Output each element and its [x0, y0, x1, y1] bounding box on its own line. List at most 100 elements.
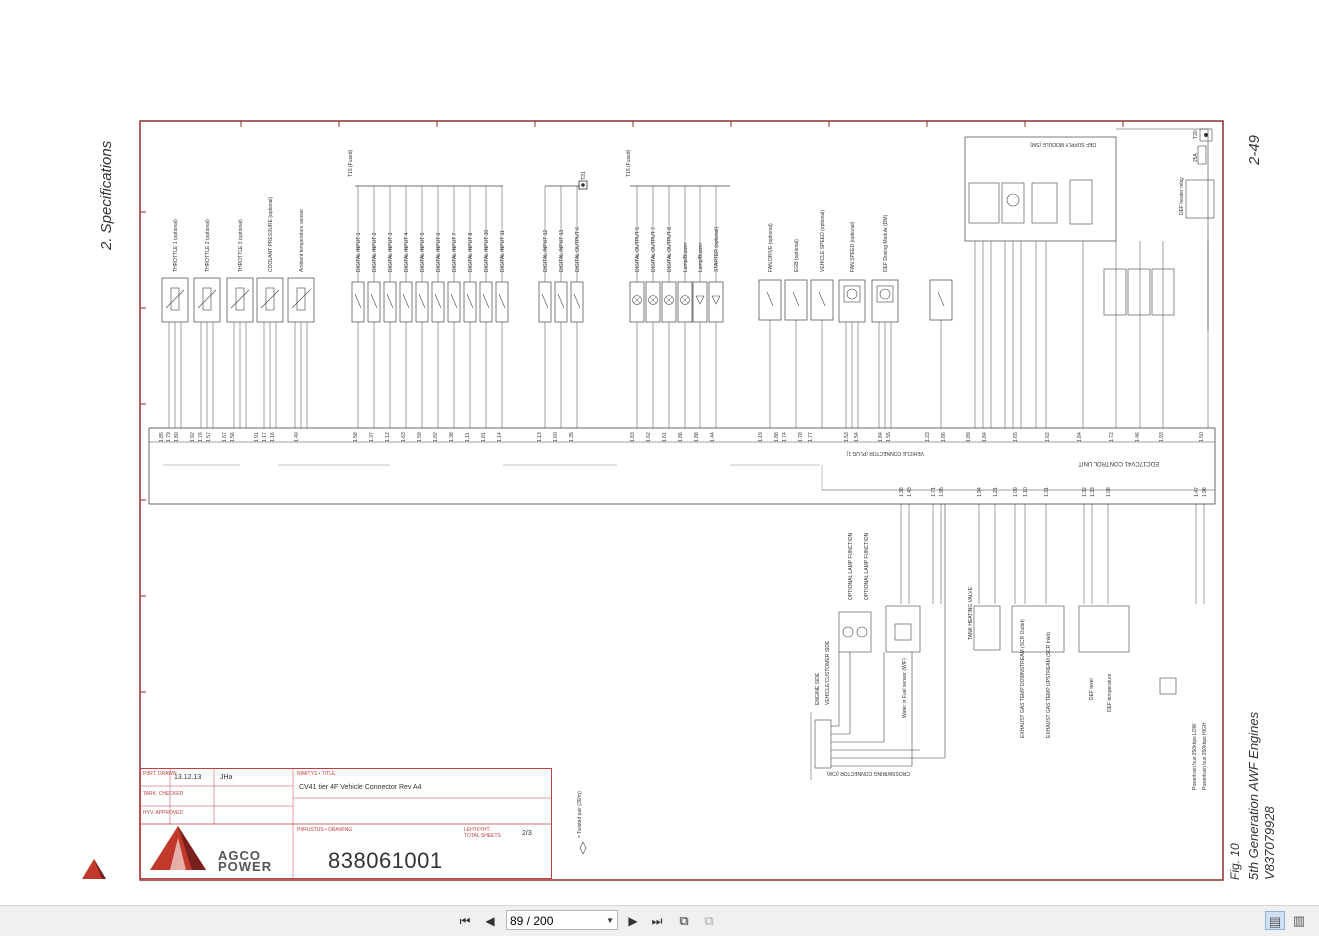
component-label: DIGITAL INPUT 3 — [388, 232, 394, 272]
pin-label: 1.86 — [678, 432, 684, 442]
component-label: DIGITAL OUTPUT 5 — [635, 227, 641, 272]
def-relay-label: DEF heater relay — [1179, 177, 1185, 215]
component-box — [661, 281, 677, 323]
title-block: PIIRT. DRAWN 13.12.13 JHa TARK. CHECKED … — [140, 768, 552, 879]
fused-label-1: T15 (Fused) — [348, 149, 354, 177]
component-label: EGB (optional) — [794, 239, 800, 272]
component-box — [784, 279, 808, 321]
component-box — [810, 279, 834, 321]
page-input[interactable] — [507, 912, 590, 930]
component-box — [193, 277, 221, 323]
component-box — [929, 279, 953, 321]
component-label: DIGITAL INPUT 7 — [452, 232, 458, 272]
pin-label: 1.11 — [465, 432, 471, 442]
pin-label: 1.56 — [230, 432, 236, 442]
previous-page-icon[interactable]: ◀ — [485, 914, 495, 928]
approved-label: HYV. APPROVED — [143, 810, 184, 816]
pin-label: 1.38 — [449, 432, 455, 442]
chevron-down-icon[interactable]: ▼ — [606, 916, 614, 925]
pin-label: 1.31 — [1044, 487, 1050, 497]
pin-label: 1.16 — [270, 432, 276, 442]
pin-label: 1.12 — [385, 432, 391, 442]
bottom-component-label: DEF temperature — [1107, 673, 1113, 712]
component-box — [431, 281, 445, 323]
next-page-icon[interactable]: ▶ — [628, 914, 638, 928]
component-label: DEF Dosing Module (DM) — [883, 214, 889, 272]
pin-label: 1.82 — [433, 432, 439, 442]
component-label: DIGITAL OUTPUT 8 — [667, 227, 673, 272]
drawn-date: 13.12.13 — [174, 774, 202, 781]
crosswiring-label: CROSSWIRING CONNECTOR (CW) — [827, 770, 910, 776]
pin-label: 1.23 — [925, 432, 931, 442]
last-page-icon[interactable]: ⏭ — [651, 914, 663, 928]
pin-label: 1.35 — [569, 432, 575, 442]
pin-label: 1.96 — [1202, 487, 1208, 497]
pin-label: 1.46 — [1135, 432, 1141, 442]
agco-power-logo: AGCO POWER — [218, 849, 272, 873]
fit-page-icon[interactable]: ⧉ — [679, 913, 689, 928]
pin-label: 1.80 — [174, 432, 180, 442]
pin-label: 1.62 — [646, 432, 652, 442]
pin-label: 1.53 — [844, 432, 850, 442]
pin-label: 1.88 — [774, 432, 780, 442]
bottom-component-label: TANK HEATING VALVE — [968, 586, 974, 640]
component-label: DIGITAL INPUT 8 — [468, 232, 474, 272]
component-label: DIGITAL INPUT 1 — [356, 232, 362, 272]
drawing-title: CV41 tier 4F Vehicle Connector Rev A4 — [299, 784, 422, 791]
drawing-label: PIIRUSTUS • DRAWING — [297, 827, 353, 833]
component-label: Lamp/Buzzer — [698, 242, 704, 272]
pin-label: 1.58 — [353, 432, 359, 442]
bottom-component-label: Powertrain bus 250kbps LOW — [1192, 723, 1198, 790]
component-box — [367, 281, 381, 323]
pin-label: 1.67 — [222, 432, 228, 442]
component-label: DIGITAL OUTPUT 7 — [651, 227, 657, 272]
pin-label: 1.57 — [206, 432, 212, 442]
pin-label: 1.63 — [401, 432, 407, 442]
ecu-label: EDC17CV41 CONTROL UNIT — [1078, 460, 1159, 466]
pin-label: 1.14 — [497, 432, 503, 442]
pin-label: 1.61 — [662, 432, 668, 442]
pin-label: 1.08 — [1106, 487, 1112, 497]
pin-label: 1.84 — [982, 432, 988, 442]
fit-width-icon[interactable]: ⧉ — [704, 913, 714, 928]
pin-label: 1.50 — [1199, 432, 1205, 442]
first-page-icon[interactable]: ⏮ — [459, 914, 471, 928]
page-selector[interactable]: ▼ — [506, 910, 618, 930]
fused-label-2: T15 (Fused) — [626, 149, 632, 177]
component-label: DIGITAL INPUT 4 — [404, 232, 410, 272]
component-box — [629, 281, 645, 323]
component-label: DIGITAL INPUT 5 — [420, 232, 426, 272]
component-box — [538, 281, 552, 323]
single-page-view-icon[interactable]: ▤ — [1265, 911, 1285, 930]
engine-side-label: ENGINE SIDE — [815, 672, 821, 705]
drawing-number: 838061001 — [328, 848, 443, 873]
bottom-component-label: EXHAUST GAS TEMP DOWNSTREAM (SCR Outlet) — [1020, 619, 1026, 738]
component-label: FAN DRIVE (optional) — [768, 223, 774, 272]
pin-label: 1.55 — [886, 432, 892, 442]
pin-label: 1.88 — [694, 432, 700, 442]
checked-label: TARK. CHECKED — [143, 791, 184, 797]
pin-label: 1.21 — [993, 487, 999, 497]
pin-label: 1.47 — [1194, 487, 1200, 497]
pin-label: 1.93 — [1159, 432, 1165, 442]
bottom-component-label: DEF level — [1089, 678, 1095, 700]
continuous-view-icon[interactable]: ▥ — [1292, 913, 1306, 928]
component-box — [677, 281, 693, 323]
pin-label: 1.54 — [854, 432, 860, 442]
pin-label: 1.76 — [198, 432, 204, 442]
component-box — [463, 281, 477, 323]
bottom-component-label: Powertrain bus 250kbps HIGH — [1202, 722, 1208, 790]
component-label: DIGITAL INPUT 12 — [543, 230, 549, 272]
pin-label: 1.65 — [1013, 432, 1019, 442]
pin-label: 1.62 — [1045, 432, 1051, 442]
pin-label: 1.09 — [1013, 487, 1019, 497]
pin-label: 1.78 — [798, 432, 804, 442]
sheets-label: LEHTI/YHT. TOTAL SHEETS — [464, 827, 501, 839]
pin-label: 1.85 — [159, 432, 165, 442]
bottom-component-label: Water in Fuel sensor (WIF) — [902, 658, 908, 718]
component-label: STARTER (optional) — [714, 227, 720, 272]
pin-label: 1.89 — [966, 432, 972, 442]
pin-label: 1.79 — [166, 432, 172, 442]
component-box — [351, 281, 365, 323]
component-box — [708, 281, 724, 323]
